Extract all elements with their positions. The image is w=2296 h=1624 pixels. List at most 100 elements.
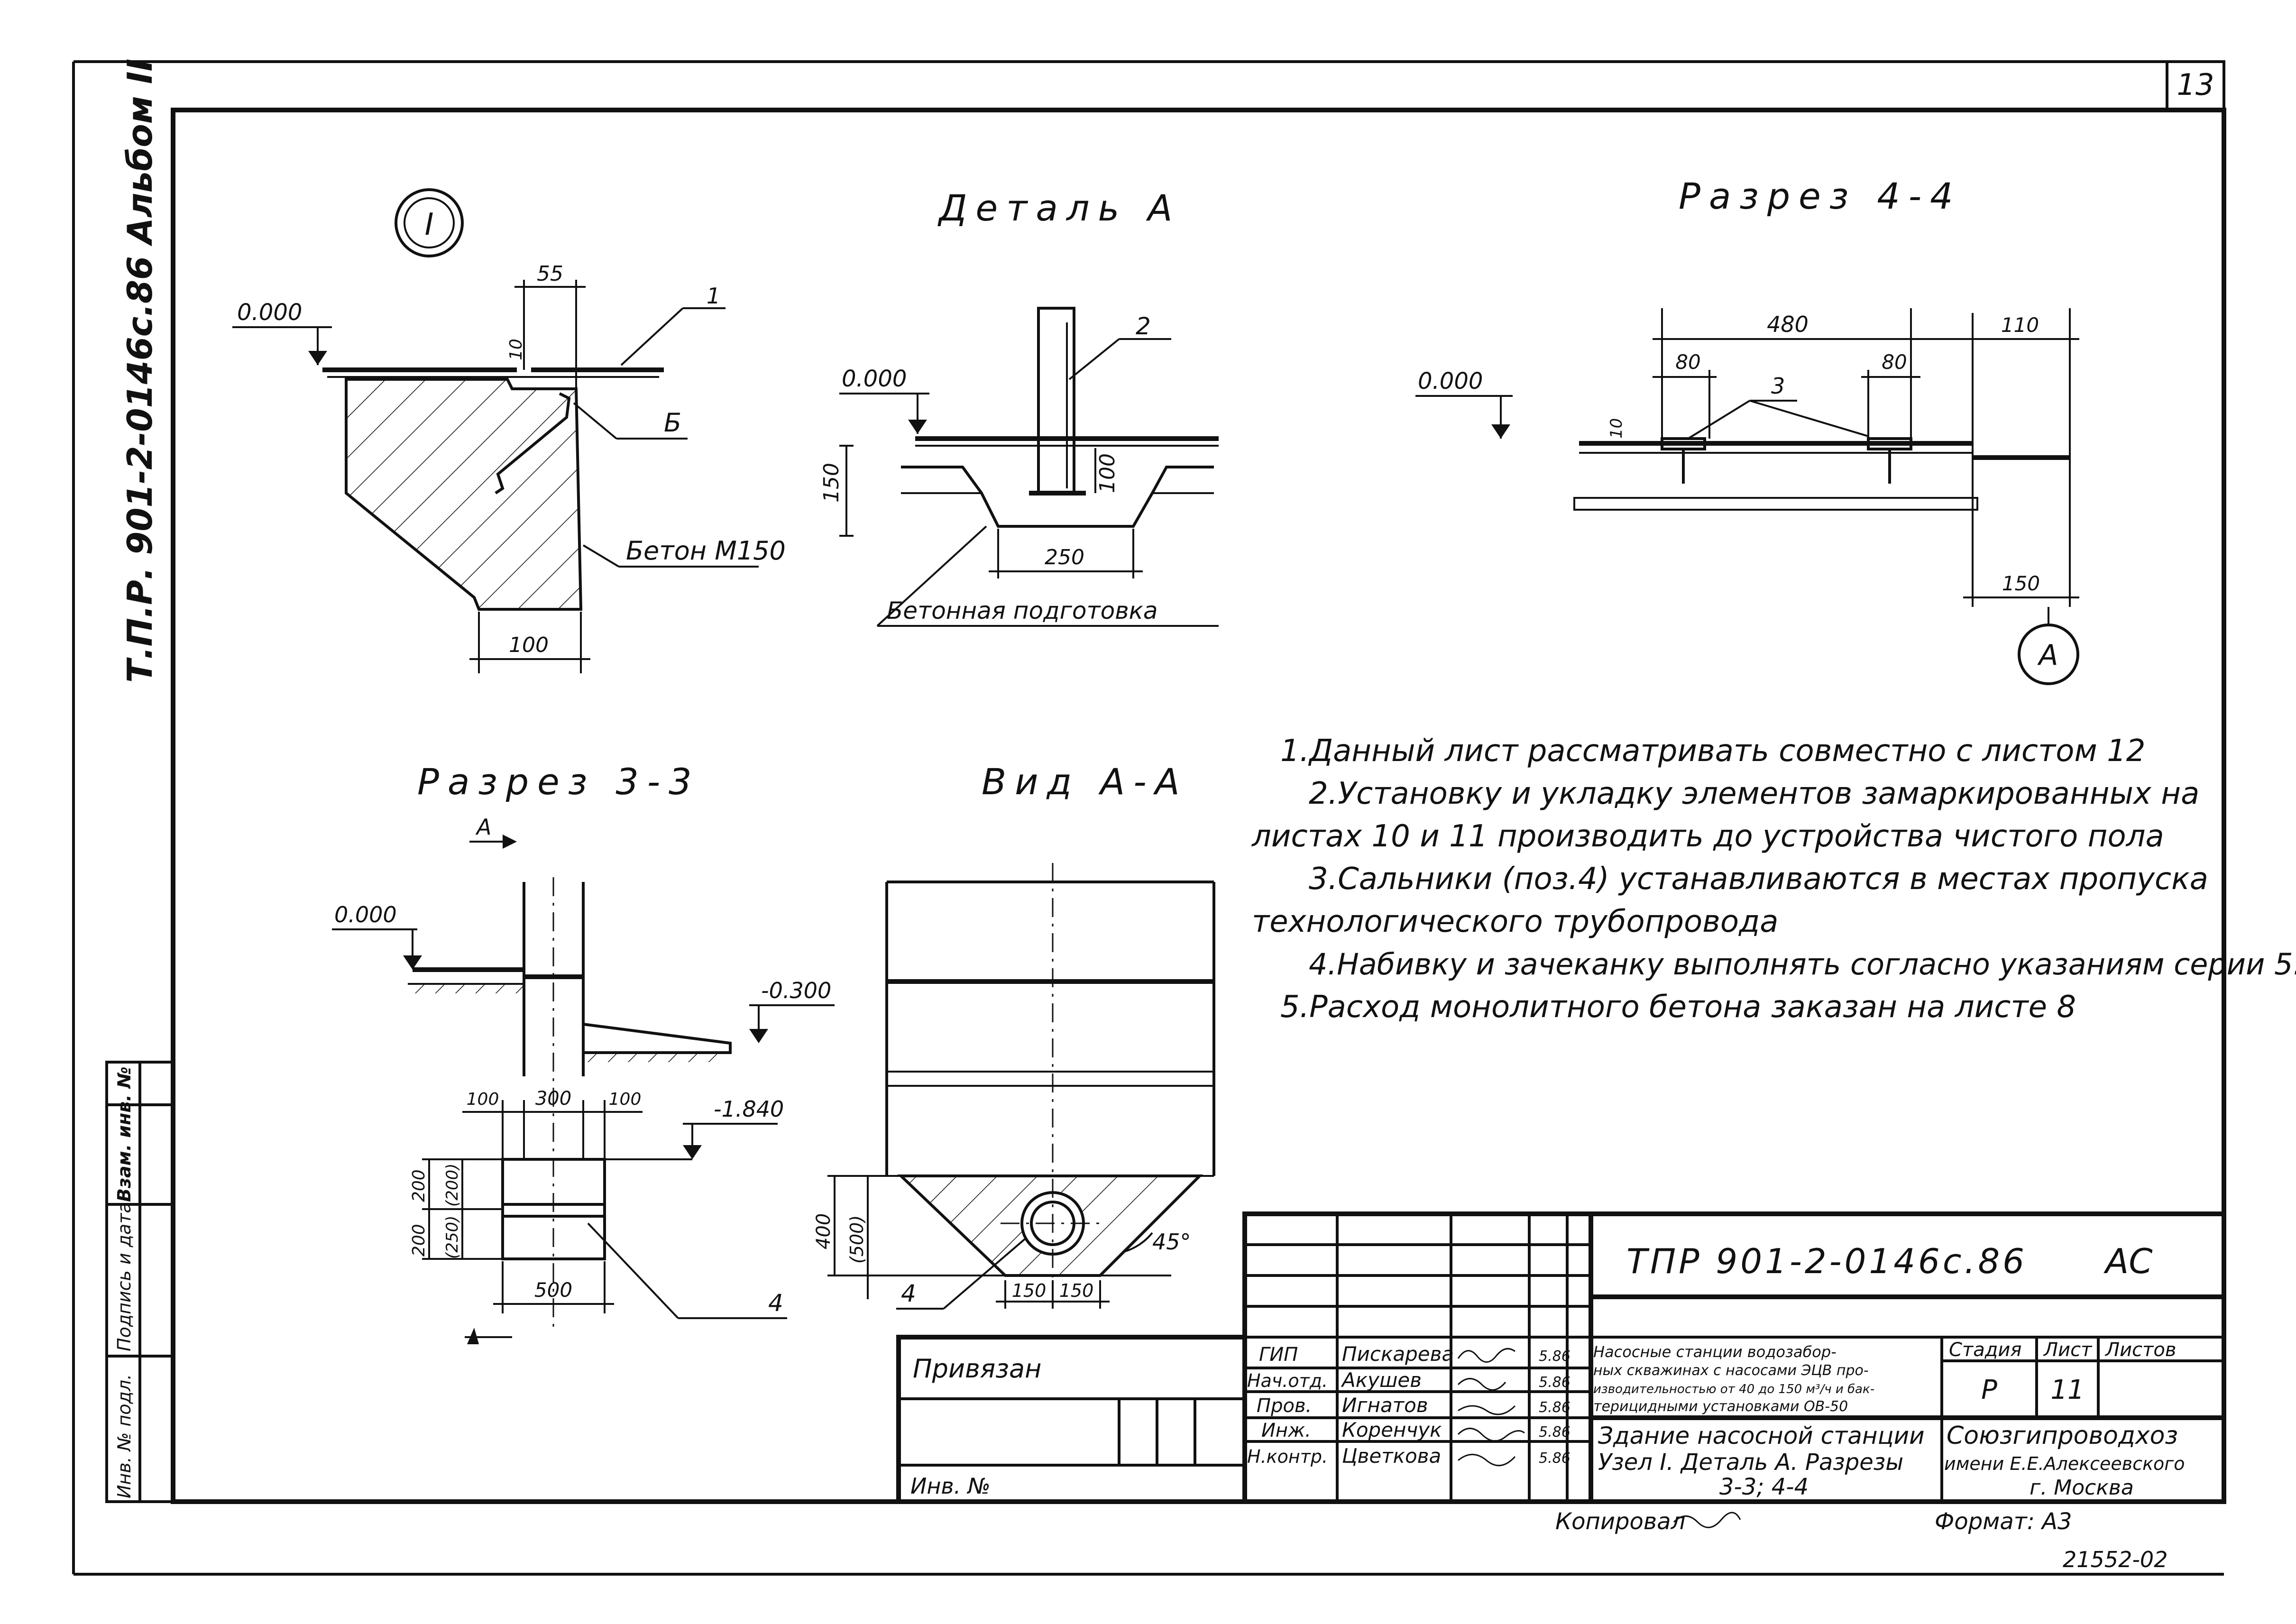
title-mark: АС xyxy=(2103,1241,2153,1281)
title-binding: Привязан xyxy=(913,1354,1041,1384)
section-3-3-level-low: -1.840 xyxy=(714,1096,784,1122)
section-3-3-level-mid: -0.300 xyxy=(761,978,831,1003)
stamp-signature-date: Подпись и дата xyxy=(114,1202,135,1351)
view-aa-angle: 45° xyxy=(1152,1229,1191,1255)
project-name-line-1: Насосные станции водозабор- xyxy=(1593,1343,1837,1361)
section-3-3-dim-250: (250) xyxy=(443,1216,462,1259)
general-notes: 1.Данный лист рассматривать совместно с … xyxy=(1251,734,2296,1025)
note-4: 4.Набивку и зачеканку выполнять согласно… xyxy=(1309,947,2296,982)
person-name-3: Коренчук xyxy=(1342,1418,1442,1441)
node-1-marker: I xyxy=(425,207,434,242)
title-code: ТПР 901-2-0146с.86 xyxy=(1626,1241,2027,1281)
node-1-leader-1: 1 xyxy=(707,283,720,309)
sheet-frame xyxy=(72,60,2226,1576)
section-3-3-cut-mark: А xyxy=(475,814,491,840)
person-role-3: Инж. xyxy=(1261,1420,1311,1441)
node-1-leader-b: Б xyxy=(664,408,681,438)
project-name-line-4: терицидными установками ОВ-50 xyxy=(1593,1398,1848,1415)
detail-a-title: Деталь А xyxy=(937,187,1181,229)
node-1-level: 0.000 xyxy=(237,299,302,326)
section-3-3-title: Разрез 3-3 xyxy=(417,761,700,803)
section-4-4-dim-80b: 80 xyxy=(1882,350,1907,374)
section-3-3-dim-200c: 200 xyxy=(409,1224,429,1257)
archive-number: 21552-02 xyxy=(2063,1547,2167,1572)
node-1-material: Бетон М150 xyxy=(626,536,786,566)
section-3-3-level-top: 0.000 xyxy=(334,902,397,927)
stage-label: Стадия xyxy=(1949,1339,2021,1361)
title-inv-no: Инв. № xyxy=(910,1473,991,1499)
node-1-dim-10: 10 xyxy=(506,339,526,360)
person-role-1: Нач.отд. xyxy=(1247,1370,1328,1391)
signatures xyxy=(1457,1348,1525,1467)
section-4-4-level: 0.000 xyxy=(1418,368,1483,395)
person-name-1: Акушев xyxy=(1341,1368,1422,1392)
person-name-4: Цветкова xyxy=(1342,1444,1441,1468)
person-name-0: Пискарева xyxy=(1342,1342,1454,1366)
section-4-4-view xyxy=(1415,308,2079,685)
album-side-label: Т.П.Р. 901-2-0146с.86 Альбом II xyxy=(120,59,160,683)
project-name-line-2: ных скважинах с насосами ЭЦВ про- xyxy=(1593,1362,1869,1379)
org-line-2: имени Е.Е.Алексеевского xyxy=(1944,1453,2185,1474)
person-role-2: Пров. xyxy=(1257,1395,1312,1417)
section-3-3-view xyxy=(332,835,835,1344)
view-aa-dim-150a: 150 xyxy=(1012,1280,1047,1301)
detail-a-dim-150: 150 xyxy=(819,463,844,503)
drawing-title-line-3: 3-3; 4-4 xyxy=(1719,1474,1809,1500)
detail-a-dim-250: 250 xyxy=(1045,545,1084,569)
detail-a-view xyxy=(839,307,1219,627)
project-name-line-3: изводительностью от 40 до 150 м³/ч и бак… xyxy=(1593,1382,1874,1396)
section-3-3-dim-500: 500 xyxy=(534,1278,572,1302)
node-1-view xyxy=(232,188,759,673)
section-4-4-view-marker: А xyxy=(2037,639,2058,672)
note-3: 3.Сальники (поз.4) устанавливаются в мес… xyxy=(1309,862,2208,897)
note-3-cont: технологического трубопровода xyxy=(1252,904,1779,939)
person-date-3: 5.86 xyxy=(1539,1424,1570,1440)
note-2-cont: листах 10 и 11 производить до устройства… xyxy=(1251,819,2164,854)
section-3-3-dim-300: 300 xyxy=(535,1088,571,1110)
format-label: Формат: А3 xyxy=(1935,1508,2072,1535)
section-4-4-title: Разрез 4-4 xyxy=(1679,175,1962,217)
section-3-3-dim-200a: 200 xyxy=(409,1169,429,1202)
detail-a-material: Бетонная подготовка xyxy=(887,597,1158,624)
person-date-4: 5.86 xyxy=(1539,1450,1570,1467)
sheet-no-value: 11 xyxy=(2050,1375,2084,1405)
stage-value: Р xyxy=(1981,1375,1997,1405)
section-4-4-dim-110: 110 xyxy=(2001,313,2039,337)
person-date-0: 5.86 xyxy=(1539,1348,1570,1365)
title-block-grid xyxy=(896,1211,2226,1504)
sheet-label: Лист xyxy=(2043,1339,2093,1361)
copied-by-signature xyxy=(1673,1512,1741,1528)
view-aa-dim-150b: 150 xyxy=(1059,1280,1094,1301)
section-4-4-dim-150: 150 xyxy=(2002,572,2040,595)
section-4-4-dim-10: 10 xyxy=(1607,418,1626,439)
org-line-3: г. Москва xyxy=(2030,1476,2134,1500)
stamp-replaces-inv: Взам. инв. № xyxy=(114,1066,135,1202)
section-3-3-leader-4: 4 xyxy=(768,1289,783,1317)
copied-by: Копировал xyxy=(1555,1508,1685,1535)
section-4-4-dim-480: 480 xyxy=(1767,312,1809,337)
section-3-3-dim-100b: 100 xyxy=(609,1090,642,1109)
node-1-dim-55: 55 xyxy=(537,262,563,286)
node-1-dim-100: 100 xyxy=(509,633,549,657)
person-date-1: 5.86 xyxy=(1539,1374,1570,1391)
person-name-2: Игнатов xyxy=(1342,1394,1428,1417)
note-1: 1.Данный лист рассматривать совместно с … xyxy=(1280,734,2146,769)
section-4-4-dim-80a: 80 xyxy=(1675,350,1700,374)
drawing-title-line-2: Узел I. Деталь А. Разрезы xyxy=(1598,1449,1903,1476)
side-stamp xyxy=(105,1061,174,1503)
org-line-1: Союзгипроводхоз xyxy=(1947,1422,2178,1450)
person-role-0: ГИП xyxy=(1259,1344,1298,1366)
sheets-label: Листов xyxy=(2104,1339,2176,1361)
note-5: 5.Расход монолитного бетона заказан на л… xyxy=(1280,990,2076,1025)
section-3-3-dim-100a: 100 xyxy=(467,1090,499,1109)
view-aa-dim-400: 400 xyxy=(813,1213,835,1249)
detail-a-dim-100: 100 xyxy=(1095,453,1120,493)
page-number: 13 xyxy=(2177,67,2214,102)
note-2: 2.Установку и укладку элементов замаркир… xyxy=(1309,776,2199,811)
person-role-4: Н.контр. xyxy=(1247,1446,1328,1467)
detail-a-level: 0.000 xyxy=(842,366,907,392)
detail-a-leader-2: 2 xyxy=(1136,312,1151,340)
view-aa-view xyxy=(827,863,1215,1310)
stamp-inv-original: Инв. № подл. xyxy=(114,1374,135,1498)
view-aa-dim-500: (500) xyxy=(846,1215,867,1264)
